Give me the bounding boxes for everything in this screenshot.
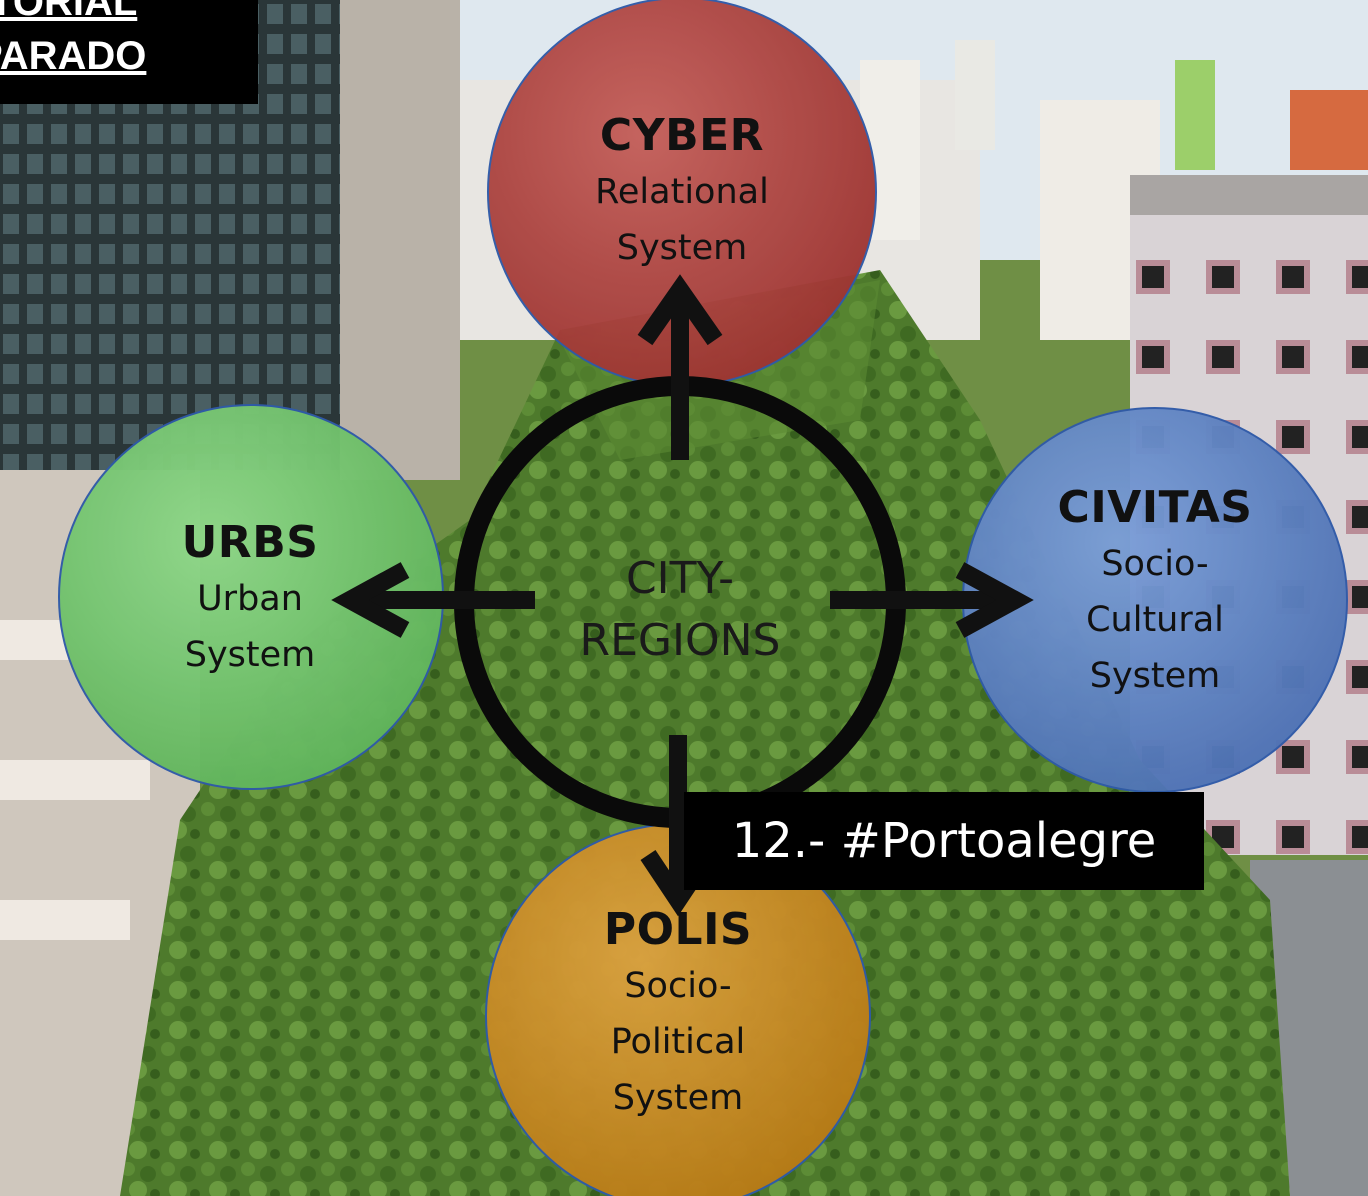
caption-box: 12.- #Portoalegre	[684, 792, 1204, 890]
polis-line-1: Socio-	[624, 966, 732, 1006]
arrow-left	[331, 562, 535, 638]
urbs-line-1: Urban	[197, 579, 303, 619]
center-label: CITY- REGIONS	[520, 548, 840, 672]
polis-node: POLIS Socio- Political System	[528, 902, 828, 1126]
polis-line-2: Political	[610, 1022, 746, 1062]
center-line-1: CITY-	[625, 553, 735, 604]
corner-label-line2: PARADO	[0, 34, 147, 78]
center-line-2: REGIONS	[579, 615, 781, 666]
arrow-right	[830, 562, 1034, 638]
cyber-line-2: System	[616, 228, 748, 268]
caption-text: 12.- #Portoalegre	[731, 813, 1157, 869]
polis-title: POLIS	[603, 904, 753, 955]
urbs-node: URBS Urban System	[100, 515, 400, 683]
urbs-line-2: System	[184, 635, 316, 675]
civitas-line-3: System	[1089, 656, 1221, 696]
civitas-line-1: Socio-	[1101, 544, 1209, 584]
corner-label-line1: ITORIAL	[0, 0, 138, 24]
cyber-title: CYBER	[599, 110, 765, 161]
civitas-line-2: Cultural	[1086, 600, 1224, 640]
urbs-title: URBS	[181, 517, 319, 568]
civitas-node: CIVITAS Socio- Cultural System	[1005, 480, 1305, 704]
polis-line-3: System	[612, 1078, 744, 1118]
arrow-up	[637, 274, 723, 460]
cyber-node: CYBER Relational System	[532, 108, 832, 276]
corner-label: ITORIAL PARADO	[0, 0, 258, 104]
cyber-line-1: Relational	[595, 172, 769, 212]
civitas-title: CIVITAS	[1057, 482, 1253, 533]
